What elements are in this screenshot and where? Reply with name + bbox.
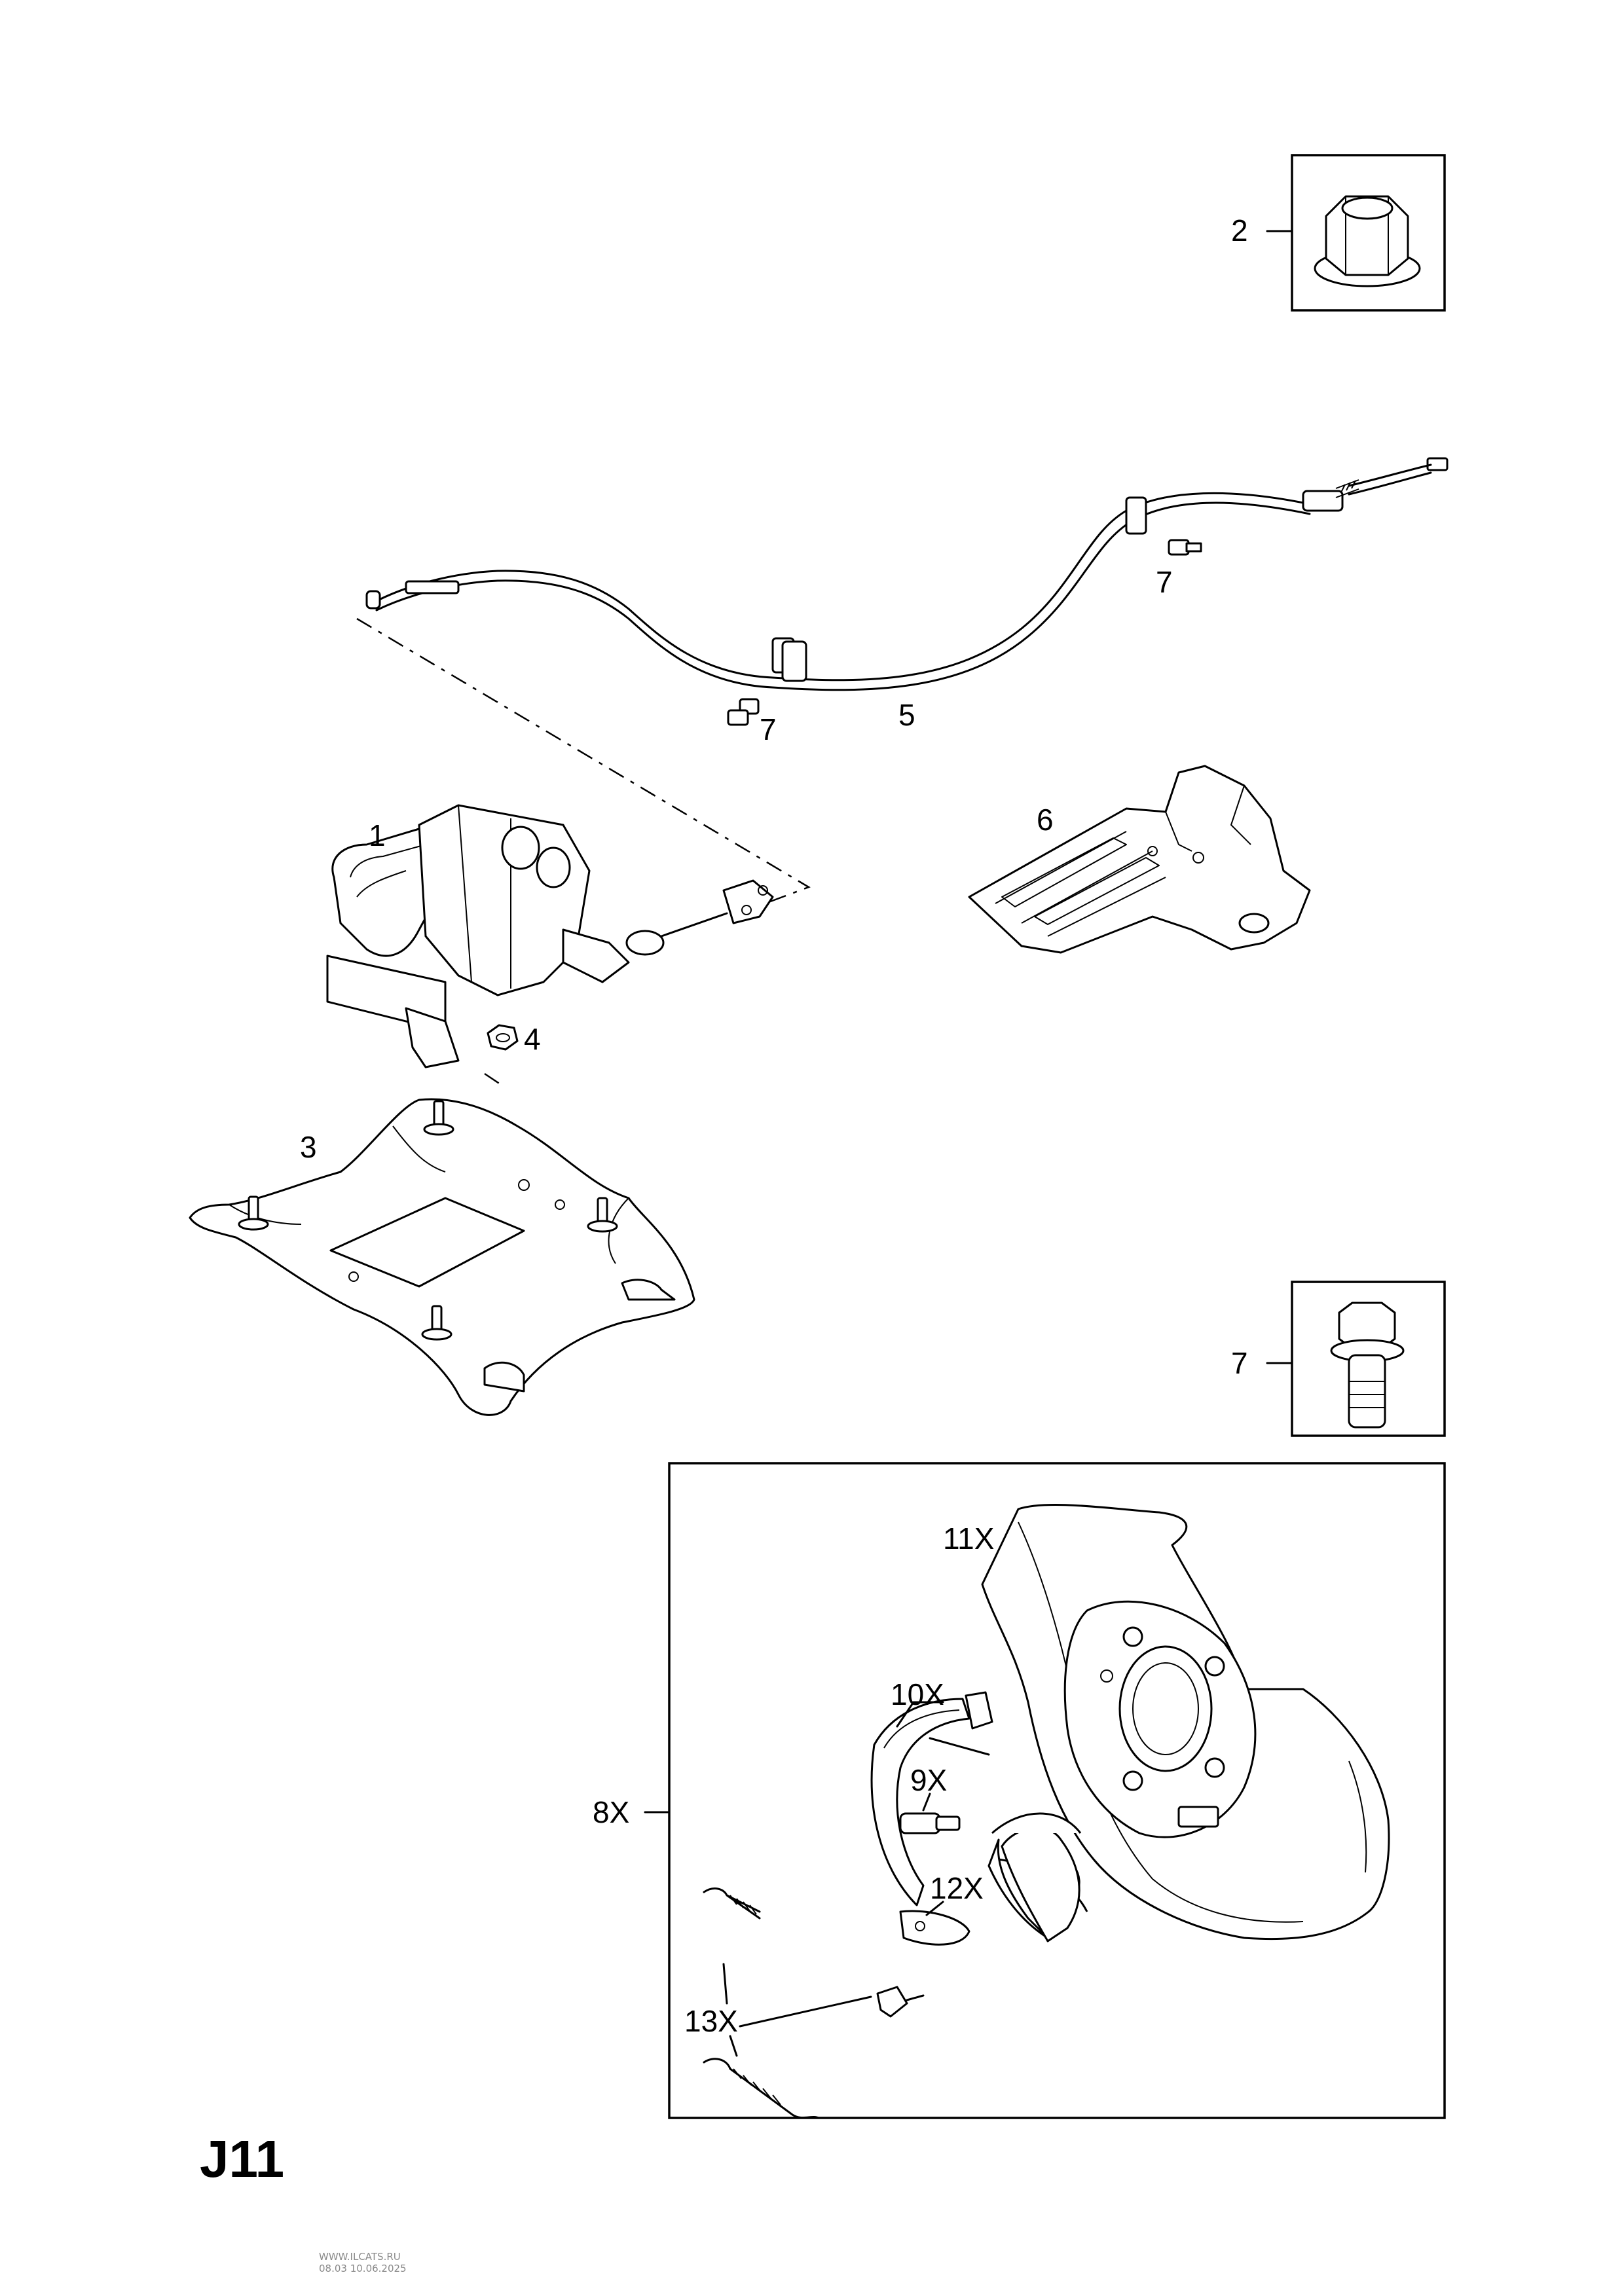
page-reference: J11 — [200, 2130, 284, 2188]
part-6-bracket — [968, 765, 1311, 954]
part-3-mounting-plate — [189, 1098, 695, 1416]
callout-10: 10X — [891, 1677, 944, 1711]
part-2-nut-inset — [1266, 154, 1446, 312]
callout-6: 6 — [1037, 803, 1054, 837]
callout-13: 13X — [684, 2004, 738, 2038]
callout-12: 12X — [930, 1871, 984, 1905]
bolt-7-cable-upper — [1168, 539, 1202, 556]
part-8-brake-kit-frame — [644, 1462, 1446, 2119]
watermark-site: WWW.ILCATS.RU — [319, 2251, 401, 2263]
callout-11: 11X — [943, 1522, 994, 1556]
callout-7-inset: 7 — [1231, 1346, 1248, 1380]
studs — [238, 1100, 618, 1341]
assembly-line — [356, 617, 811, 918]
part-1-handbrake-lever — [326, 804, 774, 1068]
callout-7-upper: 7 — [1156, 565, 1173, 599]
watermark-date: 08.03 10.06.2025 — [319, 2263, 407, 2274]
part-4-nut — [487, 1024, 519, 1051]
callout-8: 8X — [593, 1795, 629, 1829]
callout-9: 9X — [910, 1763, 947, 1797]
part-9-adjuster — [899, 1812, 961, 1834]
callout-1: 1 — [369, 818, 386, 852]
part-12-lever — [899, 1910, 970, 1946]
part-13-springs — [703, 1887, 925, 2119]
callout-2: 2 — [1231, 213, 1248, 247]
callout-4: 4 — [524, 1022, 541, 1056]
callout-5: 5 — [898, 698, 915, 732]
part-10-brake-shoes — [870, 1691, 1088, 1942]
part-7-bolt-inset — [1266, 1281, 1446, 1437]
bolt-7-cable-lower — [727, 698, 760, 726]
callout-7-lower: 7 — [760, 712, 777, 746]
part-11-backing-plate — [981, 1504, 1390, 1941]
part-5-handbrake-cable — [365, 457, 1449, 691]
callout-3: 3 — [300, 1130, 317, 1164]
